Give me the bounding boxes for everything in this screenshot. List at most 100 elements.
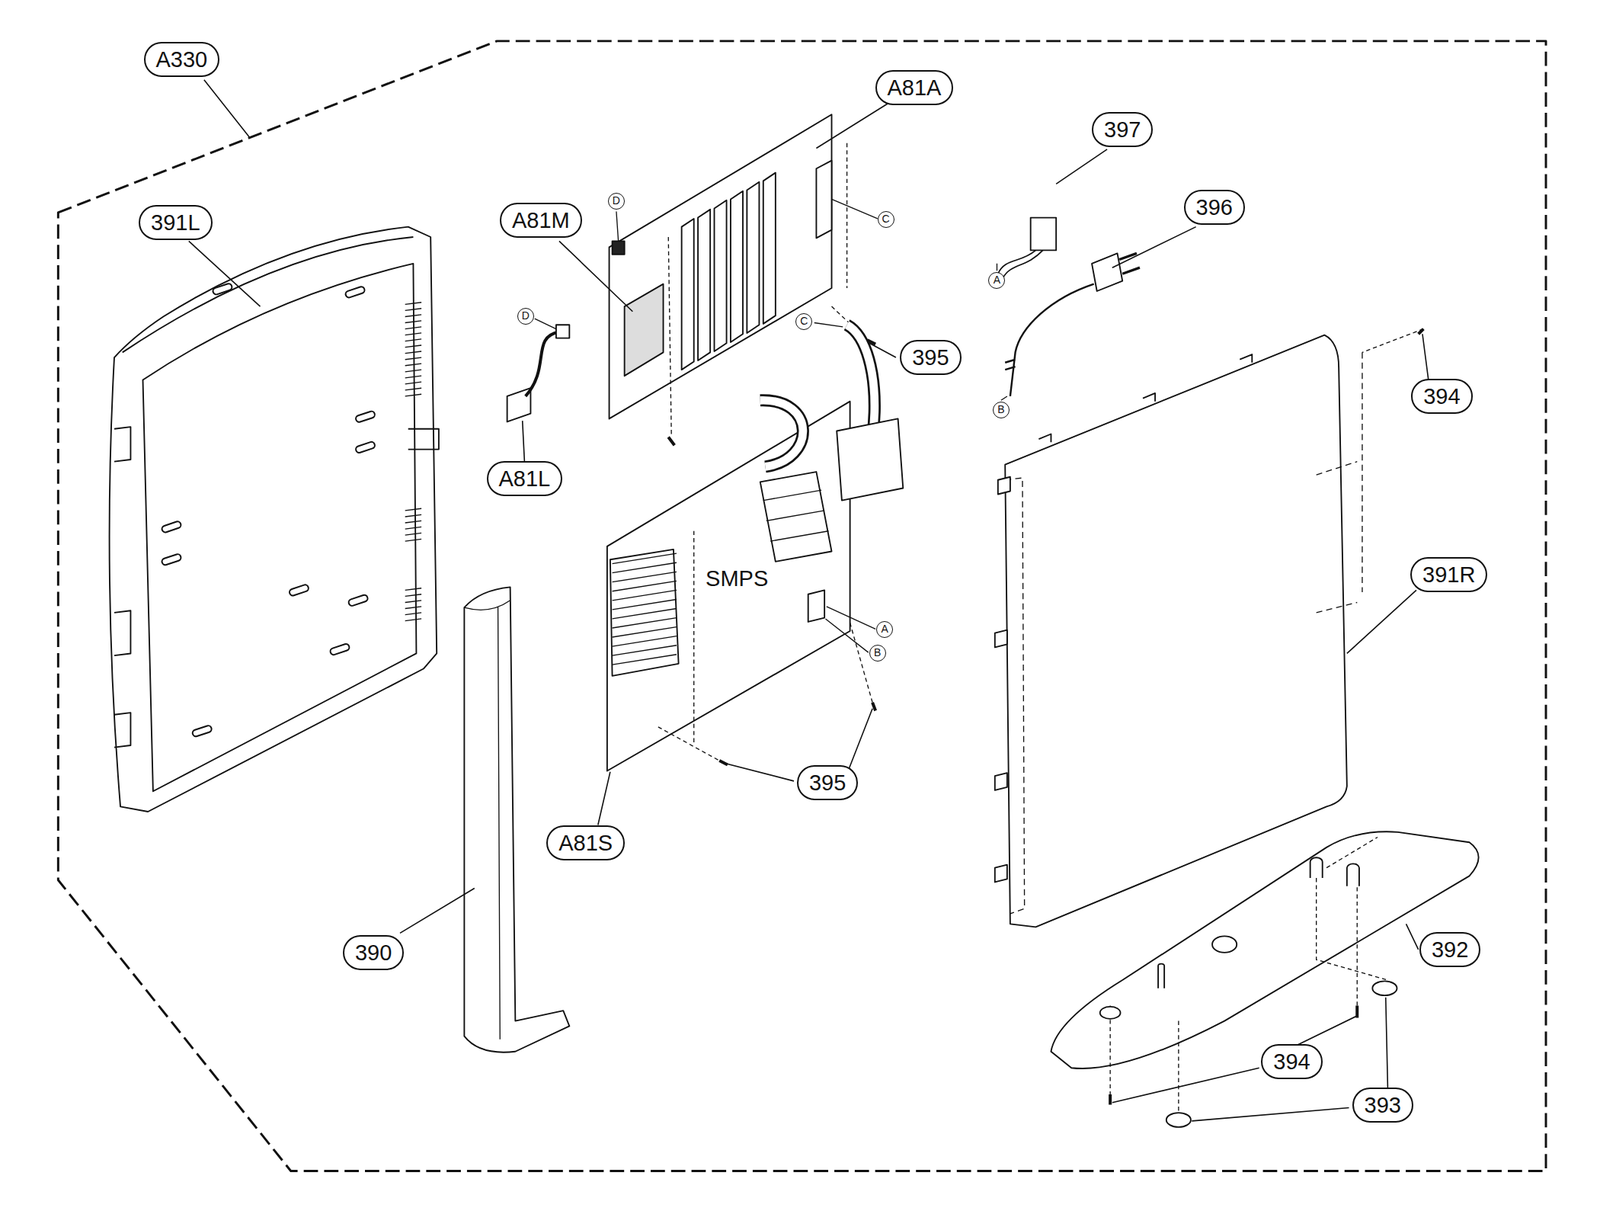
guide-line — [1110, 1005, 1179, 1114]
right-housing-tab — [995, 354, 1253, 882]
power-cord — [1004, 284, 1095, 397]
callout-number: A81S — [546, 825, 625, 861]
connector-marker: D — [608, 192, 625, 210]
chip — [624, 284, 664, 377]
guide-line — [658, 531, 873, 761]
right-housing — [1004, 335, 1348, 928]
connector — [808, 589, 825, 622]
callout-text: C — [800, 314, 808, 327]
vent-slots — [405, 302, 422, 621]
callout-number: 391R — [1410, 556, 1488, 592]
connector-pin — [612, 240, 625, 254]
board-label: SMPS — [704, 566, 770, 592]
heatsink-fin — [763, 172, 776, 324]
callout-number: 393 — [1352, 1087, 1414, 1123]
connector-marker: A — [988, 272, 1005, 289]
smps-heatsink — [610, 549, 679, 676]
marker-line — [534, 198, 1008, 653]
heatsink-fin — [746, 182, 759, 333]
callout-text: A81A — [887, 75, 942, 100]
harness-wire — [525, 332, 560, 397]
mounting-peg-face — [165, 524, 178, 529]
mounting-peg-face — [195, 729, 208, 733]
heatsink-fins — [763, 489, 829, 541]
callout-text: C — [881, 212, 890, 225]
mounting-peg-face — [333, 646, 346, 651]
callout-text: 395 — [912, 345, 949, 370]
plug-prong — [1119, 252, 1140, 274]
callout-text: D — [521, 309, 530, 322]
callout-number: A81L — [486, 460, 564, 496]
smps-board — [607, 401, 851, 772]
callout-number: 396 — [1184, 189, 1245, 225]
mounting-peg-face — [348, 290, 362, 295]
mounting-peg — [195, 729, 208, 733]
mounting-peg — [333, 646, 346, 651]
mounting-peg — [216, 287, 229, 292]
callout-number: 390 — [342, 934, 404, 970]
callout-number: 392 — [1419, 931, 1481, 967]
assembly-boundary — [57, 41, 1546, 1172]
left-housing — [109, 227, 438, 812]
stand-arm — [464, 586, 570, 1052]
callout-text: 393 — [1364, 1092, 1402, 1117]
callout-text: A — [880, 622, 888, 635]
callout-text: B — [873, 646, 881, 659]
power-switch — [1030, 217, 1056, 251]
callout-number: A81A — [875, 70, 954, 106]
power-plug — [1091, 252, 1123, 292]
connector-marker: B — [992, 401, 1010, 419]
callout-text: 390 — [355, 940, 392, 965]
connector-marker: D — [517, 307, 535, 325]
callout-text: A — [993, 273, 1001, 286]
callout-text: 395 — [809, 770, 846, 795]
mounting-peg — [352, 598, 365, 602]
screw — [1110, 329, 1424, 1105]
heatsink-fins — [612, 553, 677, 665]
callout-number: A81M — [499, 202, 583, 238]
smps-heatsink-small — [760, 471, 832, 562]
callout-text: A81L — [499, 466, 551, 491]
ribbon-cable-face — [760, 400, 804, 467]
connector-marker: C — [877, 211, 895, 228]
mounting-peg — [358, 444, 372, 449]
callout-text: 391R — [1422, 562, 1476, 587]
stand-arm-edge — [464, 600, 510, 1040]
callout-text: 391L — [150, 210, 201, 235]
callout-text: A330 — [156, 47, 208, 72]
base-hole — [1100, 935, 1237, 1018]
callout-text: 394 — [1423, 384, 1460, 409]
mounting-peg — [358, 414, 372, 419]
stand-base — [1050, 831, 1479, 1069]
switch-wire — [998, 249, 1044, 278]
callout-number: 394 — [1260, 1043, 1322, 1079]
callout-text: B — [997, 403, 1005, 416]
callout-number: A330 — [144, 41, 221, 77]
mounting-peg — [292, 588, 305, 592]
connector-block — [836, 418, 903, 500]
heatsink-fin — [681, 218, 695, 370]
left-housing-tab — [114, 426, 439, 748]
connector — [816, 160, 832, 239]
heatsink-fin — [697, 209, 711, 361]
guide-line — [1362, 329, 1424, 353]
mounting-peg-face — [292, 588, 305, 592]
connector-marker: B — [869, 644, 887, 662]
callout-text: 392 — [1431, 937, 1469, 962]
base-peg — [1158, 857, 1360, 988]
mounting-peg — [165, 557, 178, 562]
mounting-peg — [348, 290, 362, 295]
callout-number: 391L — [138, 204, 213, 240]
mounting-peg-face — [352, 598, 365, 602]
guide-line — [668, 143, 868, 438]
callout-text: 396 — [1196, 195, 1233, 220]
harness-plug — [556, 324, 570, 338]
heatsink-fin — [714, 200, 727, 352]
callout-text: D — [612, 194, 621, 207]
mounting-peg-face — [358, 444, 372, 449]
mounting-peg-face — [165, 557, 178, 562]
callout-number: 395 — [796, 764, 858, 800]
callout-text: A81M — [512, 208, 570, 233]
